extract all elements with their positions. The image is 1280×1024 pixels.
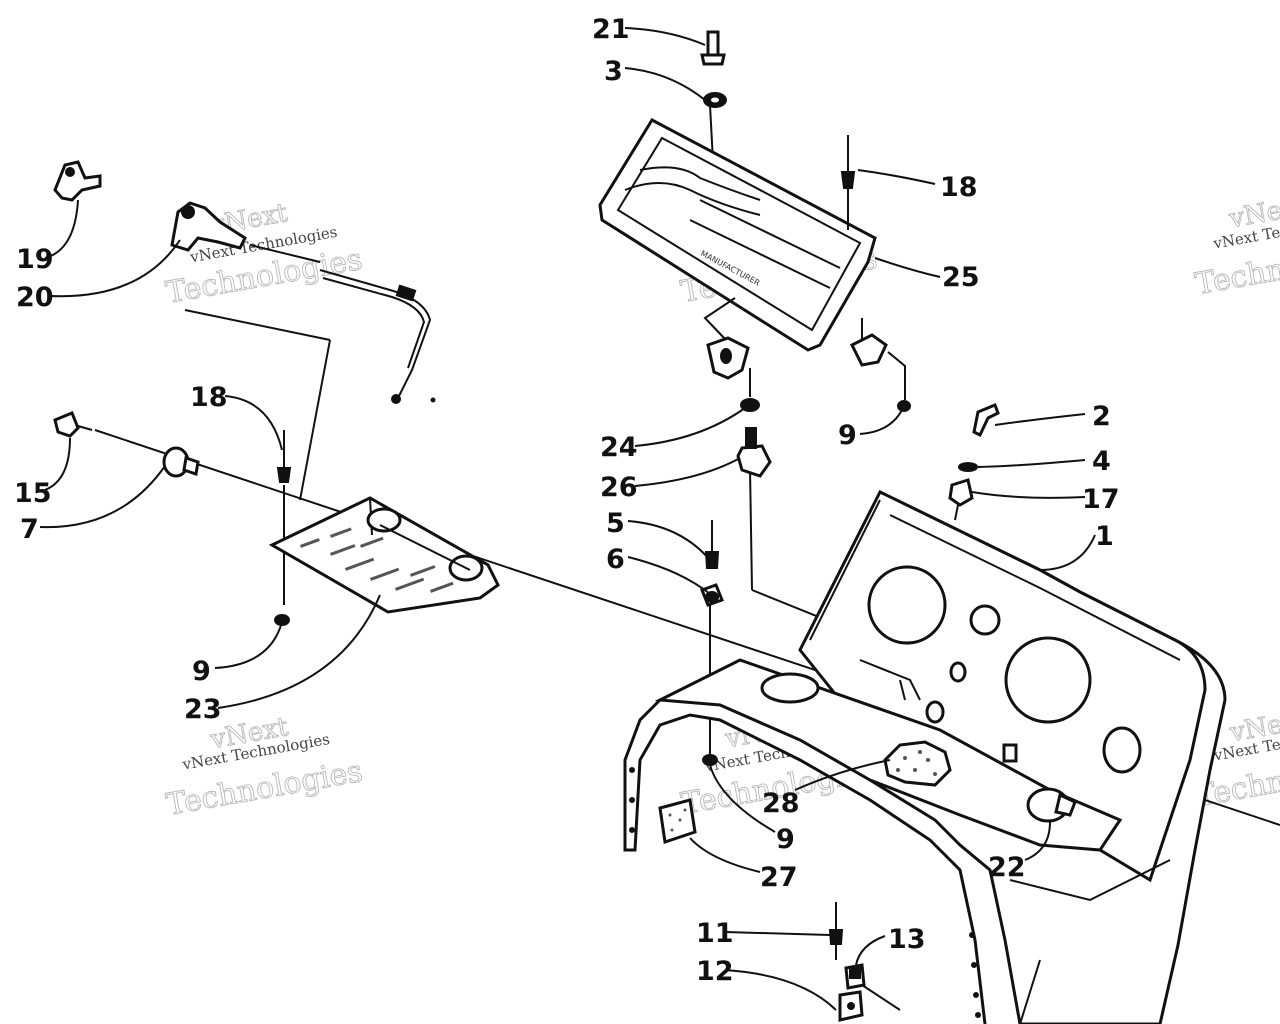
part-25-nameplate: MANUFACTURER <box>598 118 877 352</box>
part-5-stud <box>704 520 720 569</box>
part-18-stud-left <box>276 430 292 483</box>
callout-22: 22 <box>988 852 1026 883</box>
part-24-cap <box>740 368 760 412</box>
callout-9-top-right: 9 <box>838 420 857 451</box>
callout-28: 28 <box>762 788 800 819</box>
callout-12: 12 <box>696 956 734 987</box>
callout-1: 1 <box>1095 521 1114 552</box>
plate-texture <box>300 527 454 593</box>
part-2-screw <box>972 403 1000 438</box>
part-27-pad <box>658 798 697 844</box>
callout-9-left: 9 <box>192 656 211 687</box>
part-21-bolt <box>700 30 726 66</box>
part-17-plug <box>948 478 974 521</box>
part-22-knob <box>1026 787 1077 823</box>
part-11-stud <box>828 902 844 960</box>
callout-17: 17 <box>1082 484 1120 515</box>
callout-26: 26 <box>600 472 638 503</box>
part-18-stud-top <box>840 135 856 230</box>
callout-19: 19 <box>16 244 54 275</box>
callout-24: 24 <box>600 432 638 463</box>
callout-4: 4 <box>1092 446 1111 477</box>
pad-texture <box>668 808 687 832</box>
part-4-washer <box>958 462 978 472</box>
callout-21: 21 <box>592 14 630 45</box>
part-15-screw <box>53 411 93 438</box>
leader-lines <box>39 27 1096 1011</box>
part-12-bracket <box>838 984 901 1022</box>
callout-20: 20 <box>16 282 54 313</box>
callout-3: 3 <box>604 56 623 87</box>
part-20-lever-assembly <box>170 201 321 263</box>
watermark-right-top: vNext Technologies vNext Technologies <box>1192 191 1280 303</box>
callout-5: 5 <box>606 508 625 539</box>
gasket-left <box>703 297 750 380</box>
part-1-console <box>623 490 1227 1024</box>
callout-11: 11 <box>696 918 734 949</box>
part-6-nut <box>700 583 724 607</box>
callouts: 21 3 18 25 19 20 18 15 7 9 23 24 26 9 2 … <box>14 14 1120 987</box>
part-7-knob <box>162 446 200 478</box>
callout-7: 7 <box>20 514 39 545</box>
callout-18-left: 18 <box>190 382 228 413</box>
part-23-plate <box>268 496 500 614</box>
callout-27: 27 <box>760 862 798 893</box>
part-13-clip <box>844 963 866 990</box>
part-19-lever <box>53 160 102 202</box>
part-9-nut-bottom <box>702 754 718 766</box>
patch-texture <box>896 750 937 776</box>
callout-9-bottom: 9 <box>776 824 795 855</box>
callout-25: 25 <box>942 262 980 293</box>
cable <box>319 269 436 404</box>
callout-6: 6 <box>606 544 625 575</box>
callout-23: 23 <box>184 694 222 725</box>
part-9-nut-top-right <box>897 400 911 412</box>
part-3-washer <box>703 92 727 108</box>
part-26-socket <box>736 427 772 478</box>
gasket-right <box>849 318 906 400</box>
callout-2: 2 <box>1092 401 1111 432</box>
callout-13: 13 <box>888 924 926 955</box>
callout-15: 15 <box>14 478 52 509</box>
callout-18-top: 18 <box>940 172 978 203</box>
